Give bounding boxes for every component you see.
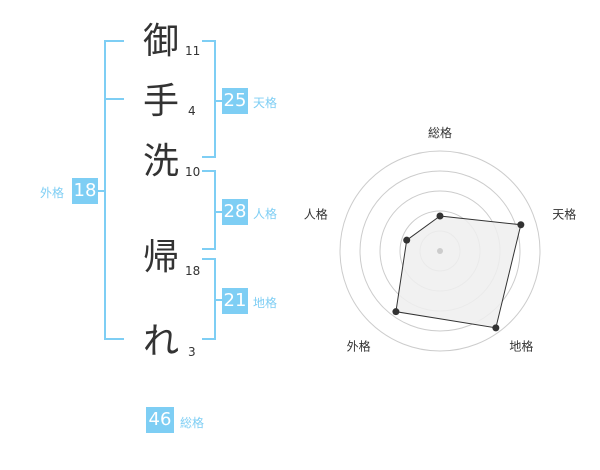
radar-point-5 bbox=[403, 236, 411, 244]
radar-points bbox=[392, 212, 525, 332]
gaikaku-label: 外格 bbox=[40, 186, 65, 200]
gaikaku-bracket-tick bbox=[104, 98, 124, 100]
jinkaku-connector bbox=[216, 211, 222, 213]
name-char-3: 洗 bbox=[143, 141, 180, 182]
name-char-5: れ bbox=[143, 321, 180, 362]
stroke-count-1: 11 bbox=[185, 44, 201, 58]
stroke-count-2: 4 bbox=[188, 104, 196, 118]
chikaku-label: 地格 bbox=[253, 296, 278, 310]
soukaku-value: 46 bbox=[146, 407, 174, 433]
radar-axis-label-1: 総格 bbox=[428, 125, 452, 140]
radar-point-1 bbox=[436, 212, 444, 220]
name-char-1: 御 bbox=[143, 21, 180, 62]
stroke-count-4: 18 bbox=[185, 264, 201, 278]
tenkaku-bracket bbox=[202, 40, 216, 158]
radar-polygon bbox=[395, 215, 522, 329]
radar-axis-label-2: 天格 bbox=[552, 207, 576, 222]
gaikaku-bracket bbox=[104, 40, 124, 340]
stroke-count-5: 3 bbox=[188, 345, 196, 359]
radar-axis-label-5: 人格 bbox=[304, 207, 328, 222]
radar-point-3 bbox=[492, 324, 500, 332]
chikaku-value: 21 bbox=[222, 288, 248, 314]
soukaku-label: 総格 bbox=[180, 416, 205, 430]
radar-center-dot bbox=[437, 248, 443, 254]
tenkaku-connector bbox=[216, 100, 222, 102]
radar-axis-label-4: 外格 bbox=[347, 338, 371, 353]
radar-point-2 bbox=[517, 221, 525, 229]
name-char-4: 帰 bbox=[143, 237, 180, 278]
radar-ring bbox=[339, 150, 541, 352]
stroke-count-3: 10 bbox=[185, 165, 201, 179]
chikaku-connector bbox=[216, 299, 222, 301]
radar-axis-label-3: 地格 bbox=[509, 338, 533, 353]
tenkaku-label: 天格 bbox=[253, 96, 278, 110]
jinkaku-bracket bbox=[202, 170, 216, 250]
name-char-2: 手 bbox=[143, 81, 180, 122]
jinkaku-value: 28 bbox=[222, 199, 248, 225]
radar-ring bbox=[359, 170, 521, 332]
gaikaku-connector bbox=[98, 190, 104, 192]
gaikaku-value: 18 bbox=[72, 178, 98, 204]
tenkaku-value: 25 bbox=[222, 88, 248, 114]
radar-point-4 bbox=[392, 308, 400, 316]
jinkaku-label: 人格 bbox=[253, 207, 278, 221]
chikaku-bracket bbox=[202, 258, 216, 340]
